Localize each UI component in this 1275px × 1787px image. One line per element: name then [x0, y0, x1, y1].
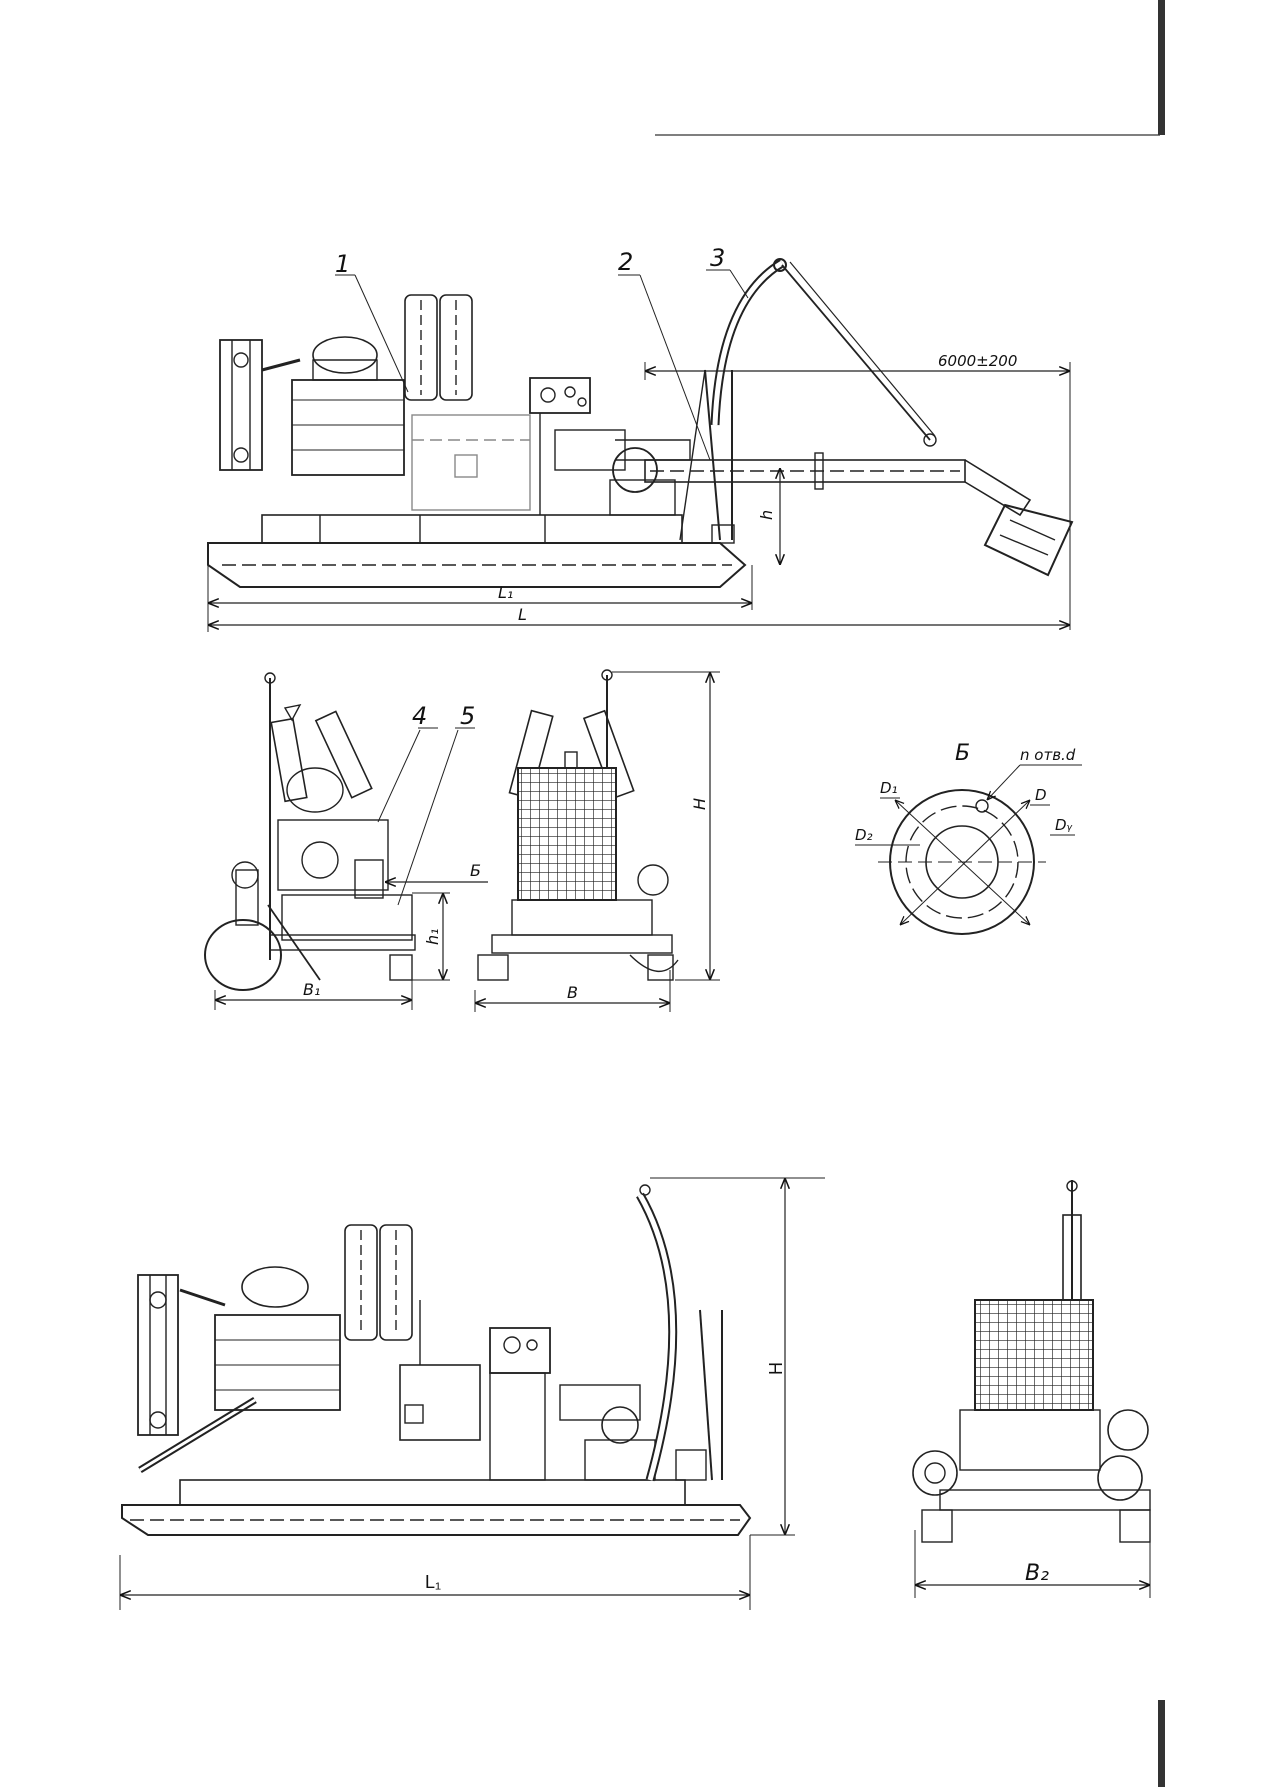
- callout-4: 4: [412, 702, 427, 730]
- view-marker-B: Б: [470, 861, 481, 880]
- page-footer-bar: [1158, 1700, 1165, 1787]
- dim-B: B: [567, 983, 578, 1002]
- side-view-top: [207, 258, 1074, 632]
- flange-view-title: Б: [955, 741, 970, 766]
- callout-5: 5: [460, 702, 475, 730]
- dim-H-bottom: H: [766, 1362, 786, 1375]
- flange-D1-label: D₁: [880, 779, 898, 797]
- dim-B2: B₂: [1025, 1561, 1049, 1586]
- callout-2: 2: [618, 248, 633, 276]
- flange-D2-label: D₂: [855, 826, 873, 844]
- dim-H: H: [690, 798, 709, 810]
- flange-holes-label: n отв.d: [1020, 746, 1076, 764]
- dim-h1: h₁: [423, 928, 442, 945]
- dim-B1: B₁: [303, 980, 320, 999]
- dim-L1: L₁: [498, 583, 513, 602]
- side-view-bottom: [119, 1177, 825, 1610]
- callout-3: 3: [710, 244, 725, 272]
- flange-Dy-label: Dᵧ: [1055, 816, 1073, 834]
- page-header-rule: [655, 0, 1165, 136]
- rear-view: [474, 669, 720, 1012]
- dim-boom-length: 6000±200: [938, 352, 1017, 370]
- flange-D-label: D: [1035, 786, 1047, 804]
- flange-detail: [855, 764, 1082, 935]
- front-view-left: [204, 672, 488, 1010]
- dim-L1-bottom: L₁: [425, 1572, 441, 1592]
- front-view-bottom: [912, 1180, 1151, 1598]
- dim-h: h: [757, 510, 776, 520]
- callout-1: 1: [335, 250, 350, 278]
- dim-L: L: [518, 605, 527, 624]
